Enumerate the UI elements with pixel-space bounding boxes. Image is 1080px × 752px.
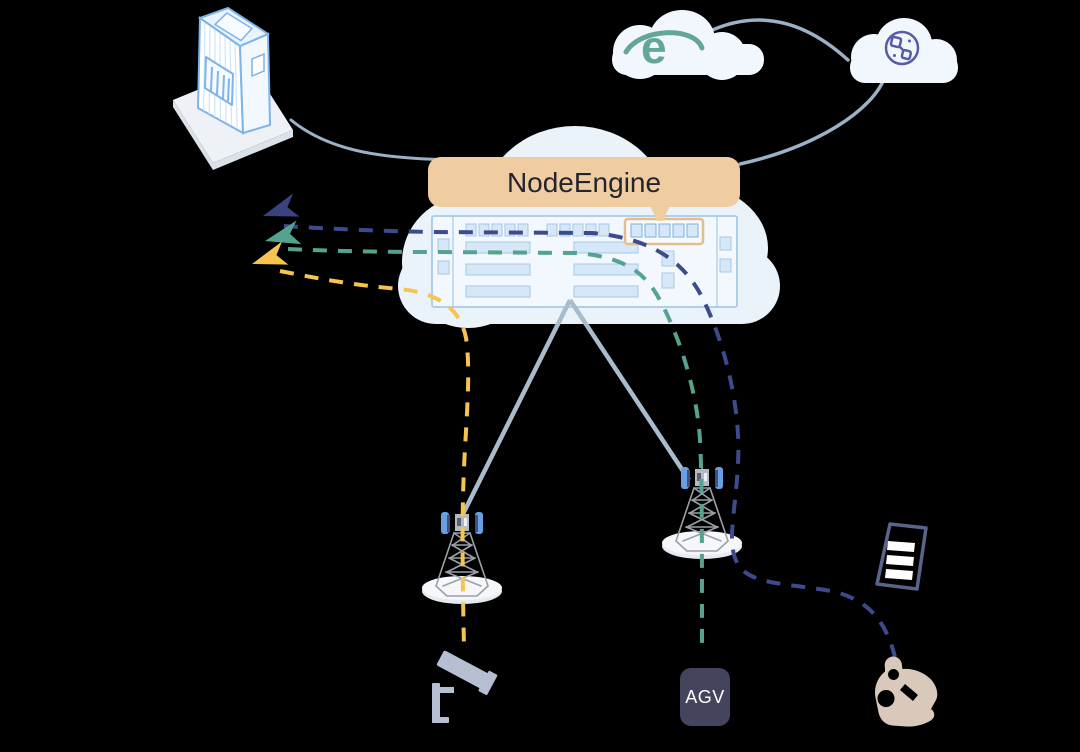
cctv-camera-icon (432, 650, 498, 723)
label-box (428, 157, 740, 207)
data-streams (279, 224, 897, 658)
cabinet-platform-side (173, 100, 293, 170)
agv-label: AGV (685, 687, 725, 707)
node-engine-label: NodeEngine (428, 157, 740, 221)
svg-text:e: e (641, 21, 667, 73)
cabinet-right-face (238, 32, 272, 135)
navy-output-arrow-icon (263, 193, 300, 217)
tower-base (662, 531, 742, 555)
internet-explorer-icon: e (623, 21, 705, 73)
agv-badge: AGV (680, 668, 730, 726)
card-outline (875, 522, 928, 591)
data-stream-teal (287, 247, 704, 649)
tower-head-detail (704, 473, 707, 481)
rack-to-left-tower-link (459, 298, 573, 518)
cloud-shape (612, 10, 764, 80)
cabinet-emblem (204, 56, 234, 106)
internet-explorer-cloud-icon: e (612, 10, 764, 80)
server-cabinet-icon (173, 6, 293, 170)
label-pointer (649, 203, 671, 221)
output-arrows (252, 193, 302, 265)
rack-to-right-tower-link (568, 298, 691, 482)
cabinet-window (251, 52, 265, 78)
antenna-panel-shade (715, 470, 718, 487)
teal-output-arrow-icon (265, 220, 302, 245)
yellow-output-arrow-icon (252, 241, 289, 265)
edge-server-card-icon (875, 522, 928, 591)
card-slot (886, 555, 914, 566)
card-slot (887, 541, 915, 552)
data-stream-navy (283, 224, 897, 658)
robot-icon (874, 656, 938, 727)
highlighted-ports (623, 217, 705, 246)
tower-head-detail (464, 518, 467, 526)
cabinet-to-cloud-wire (289, 118, 472, 162)
tower-head-detail (697, 473, 701, 481)
rack-columns (452, 216, 718, 307)
card-slot (885, 569, 913, 580)
antenna-panel-shade (447, 515, 450, 532)
antenna-panel-shade (475, 515, 478, 532)
antenna-panel-shade (687, 470, 690, 487)
cloud-to-nodeengine-wire (738, 72, 888, 166)
server-rack-icon (431, 215, 738, 308)
agv-box (680, 668, 730, 726)
rack-modules (437, 223, 732, 298)
cabinet-top-inset (213, 12, 254, 42)
cloud-to-cloud-wire (706, 18, 850, 62)
data-stream-yellow (279, 269, 471, 649)
cluster-hub-icon (884, 30, 920, 66)
node-engine-title: NodeEngine (507, 167, 661, 198)
cluster-hub-cloud-icon (850, 18, 958, 83)
tower-head-detail (457, 518, 461, 526)
